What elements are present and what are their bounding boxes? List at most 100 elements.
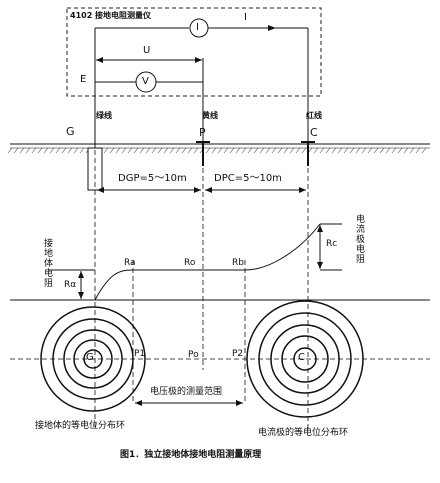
hatch-stroke [217,147,223,154]
left-rings-caption: 接地体的等电位分布环 [35,421,126,431]
hatch-stroke [421,147,427,154]
plan-g-center: G [86,352,94,363]
hatch-stroke [361,147,367,154]
hatch-stroke [379,147,385,154]
g-wire-label: 绿线 [96,111,112,120]
e-label: E [80,74,87,85]
u-arrow-left [96,57,103,63]
hatch-stroke [133,147,139,154]
instrument-label: 4102 接地电阻测量仪 [70,11,152,20]
hatch-stroke [61,147,67,154]
g-letter: G [66,125,75,138]
hatch-stroke [55,147,61,154]
p-letter: P [199,126,206,139]
resistance-curve [94,223,321,301]
hatch-stroke [205,147,211,154]
rc-label: Rc [326,239,338,249]
hatch-stroke [349,147,355,154]
hatch-stroke [385,147,391,154]
plan-p2-label: P2 [232,349,244,359]
hatch-stroke [337,147,343,154]
d-gp-label: DGP=5～10m [118,173,187,184]
current-label: I [244,12,247,23]
hatch-stroke [319,147,325,154]
ground-resistance-label: 接地体电阻 [42,238,52,288]
plan-c-center: C [298,352,305,363]
hatch-stroke [283,147,289,154]
plan-po-label: Po [188,350,199,360]
figure-caption: 图1．独立接地体接地电阻测量原理 [120,450,262,460]
hatch-stroke [103,147,109,154]
hatch-stroke [7,147,13,154]
hatch-stroke [13,147,19,154]
ra-arrow-bottom [78,292,84,299]
u-arrow-right [195,57,202,63]
hatch-stroke [121,147,127,154]
hatch-stroke [367,147,373,154]
ground-hatching [7,147,427,154]
rc-arrow-bottom [317,262,323,269]
hatch-stroke [415,147,421,154]
hatch-stroke [253,147,259,154]
hatch-stroke [73,147,79,154]
hatch-stroke [271,147,277,154]
voltmeter-label: V [142,76,149,87]
instrument-box [66,7,322,97]
hatch-stroke [31,147,37,154]
hatch-stroke [247,147,253,154]
hatch-stroke [355,147,361,154]
hatch-stroke [25,147,31,154]
hatch-stroke [223,147,229,154]
hatch-stroke [373,147,379,154]
ammeter-label: I [196,22,199,33]
hatch-stroke [139,147,145,154]
hatch-stroke [211,147,217,154]
hatch-stroke [37,147,43,154]
hatch-stroke [343,147,349,154]
hatch-stroke [301,147,307,154]
hatch-stroke [409,147,415,154]
ra-side-label: Rα [64,280,77,290]
hatch-stroke [277,147,283,154]
hatch-stroke [67,147,73,154]
measure-range-label: 电压极的测量范围 [150,387,223,397]
d-pc-label: DPC=5～10m [214,173,282,184]
hatch-stroke [397,147,403,154]
ro-label: Ro [184,258,196,268]
rc-arrow-top [317,225,323,232]
hatch-stroke [79,147,85,154]
d-pc-arrow-left [205,187,212,193]
hatch-stroke [295,147,301,154]
hatch-stroke [151,147,157,154]
hatch-stroke [127,147,133,154]
hatch-stroke [235,147,241,154]
hatch-stroke [391,147,397,154]
hatch-stroke [187,147,193,154]
hatch-stroke [175,147,181,154]
hatch-stroke [49,147,55,154]
hatch-stroke [259,147,265,154]
ra-label: Ra [124,258,136,268]
hatch-stroke [109,147,115,154]
d-pc-arrow-right [299,187,306,193]
hatch-stroke [331,147,337,154]
current-electrode-resistance-label: 电流极电阻 [354,214,364,264]
hatch-stroke [157,147,163,154]
hatch-stroke [193,147,199,154]
measure-range-arrow-right [236,400,243,406]
hatch-stroke [145,147,151,154]
hatch-stroke [169,147,175,154]
plan-p1-label: P1 [134,349,146,359]
ammeter-symbol [189,18,209,38]
left-equipotential-rings [40,306,146,412]
d-gp-arrow-right [194,187,201,193]
right-equipotential-rings [246,300,364,418]
hatch-stroke [43,147,49,154]
hatch-stroke [181,147,187,154]
hatch-stroke [163,147,169,154]
d-gp-arrow-left [97,187,104,193]
u-label: U [143,45,151,56]
hatch-stroke [265,147,271,154]
